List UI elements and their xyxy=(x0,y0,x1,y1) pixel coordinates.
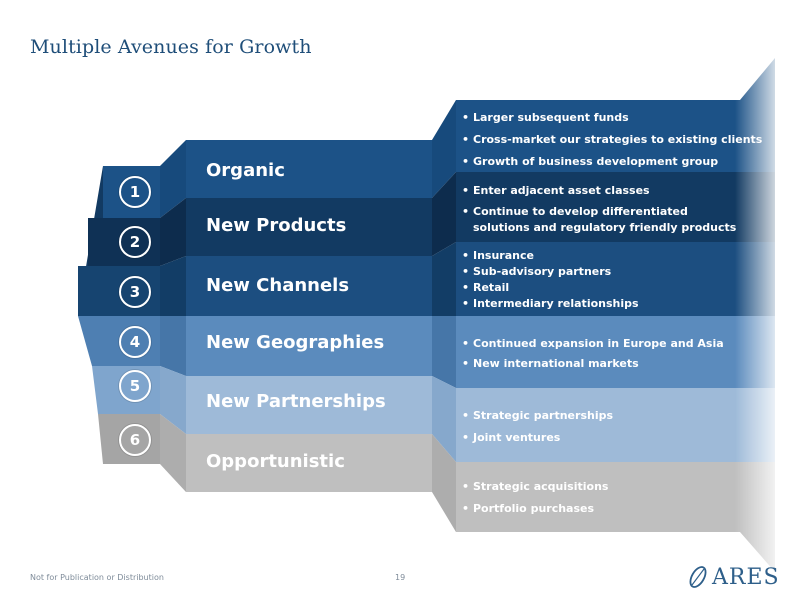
bullet-list-new-products: Enter adjacent asset classes Continue to… xyxy=(462,183,736,236)
left-connector-6 xyxy=(160,414,186,492)
avenue-label-new-products: New Products xyxy=(206,215,347,236)
page-number: 19 xyxy=(395,573,406,582)
number-badge-6: 6 xyxy=(119,424,151,456)
left-connector-5 xyxy=(160,366,186,434)
bullet-list-new-geographies: Continued expansion in Europe and Asia N… xyxy=(462,334,724,374)
bullet-item: solutions and regulatory friendly produc… xyxy=(473,221,737,234)
band-4 xyxy=(186,316,432,376)
bullet-list-opportunistic: Strategic acquisitions Portfolio purchas… xyxy=(462,476,608,520)
band-5 xyxy=(186,376,432,434)
bullet-item: Portfolio purchases xyxy=(462,498,608,520)
bullet-item: Larger subsequent funds xyxy=(462,107,762,129)
number-badge-2: 2 xyxy=(119,226,151,258)
ares-leaf-icon xyxy=(689,566,707,588)
bullet-item: Strategic acquisitions xyxy=(462,476,608,498)
disclaimer-text: Not for Publication or Distribution xyxy=(30,573,164,582)
band-2 xyxy=(186,198,432,256)
left-connector-3 xyxy=(160,256,186,316)
avenue-label-opportunistic: Opportunistic xyxy=(206,451,345,472)
band-1 xyxy=(186,140,432,198)
right-connector-5 xyxy=(432,376,456,462)
left-connector-2 xyxy=(160,198,186,266)
bullet-item: Intermediary relationships xyxy=(462,296,639,312)
right-connector-6 xyxy=(432,434,456,532)
right-connector-4 xyxy=(432,316,456,388)
right-connector-3 xyxy=(432,242,456,316)
avenue-label-new-partnerships: New Partnerships xyxy=(206,391,386,412)
bullet-item: Retail xyxy=(462,280,639,296)
right-connector-1 xyxy=(432,100,456,198)
bullet-item: New international markets xyxy=(462,354,724,374)
number-badge-3: 3 xyxy=(119,276,151,308)
bullet-list-organic: Larger subsequent funds Cross-market our… xyxy=(462,107,762,173)
right-connector-2 xyxy=(432,172,456,256)
bullet-item: Joint ventures xyxy=(462,427,613,449)
logo-text: ARES xyxy=(712,564,780,590)
bullet-item: Strategic partnerships xyxy=(462,405,613,427)
bullet-item: Sub-advisory partners xyxy=(462,264,639,280)
band-3 xyxy=(186,256,432,316)
slide-title: Multiple Avenues for Growth xyxy=(30,36,312,58)
bullet-item: Growth of business development group xyxy=(462,151,762,173)
band-6 xyxy=(186,434,432,492)
ares-logo: ARES xyxy=(686,564,780,590)
number-badge-1: 1 xyxy=(119,176,151,208)
left-connector-4 xyxy=(160,316,186,376)
avenue-label-organic: Organic xyxy=(206,160,285,181)
bullet-item: Continue to develop differentiated xyxy=(462,204,736,220)
bullet-item: Cross-market our strategies to existing … xyxy=(462,129,762,151)
avenue-label-new-geographies: New Geographies xyxy=(206,332,385,353)
bullet-list-new-channels: Insurance Sub-advisory partners Retail I… xyxy=(462,248,639,312)
number-badge-4: 4 xyxy=(119,326,151,358)
avenue-label-new-channels: New Channels xyxy=(206,275,350,296)
bullet-item: Enter adjacent asset classes xyxy=(462,183,736,199)
bullet-item: Insurance xyxy=(462,248,639,264)
bullet-item: Continued expansion in Europe and Asia xyxy=(462,334,724,354)
right-edge-fade xyxy=(735,58,778,572)
number-badge-5: 5 xyxy=(119,370,151,402)
bullet-list-new-partnerships: Strategic partnerships Joint ventures xyxy=(462,405,613,449)
left-connector-1 xyxy=(160,140,186,218)
